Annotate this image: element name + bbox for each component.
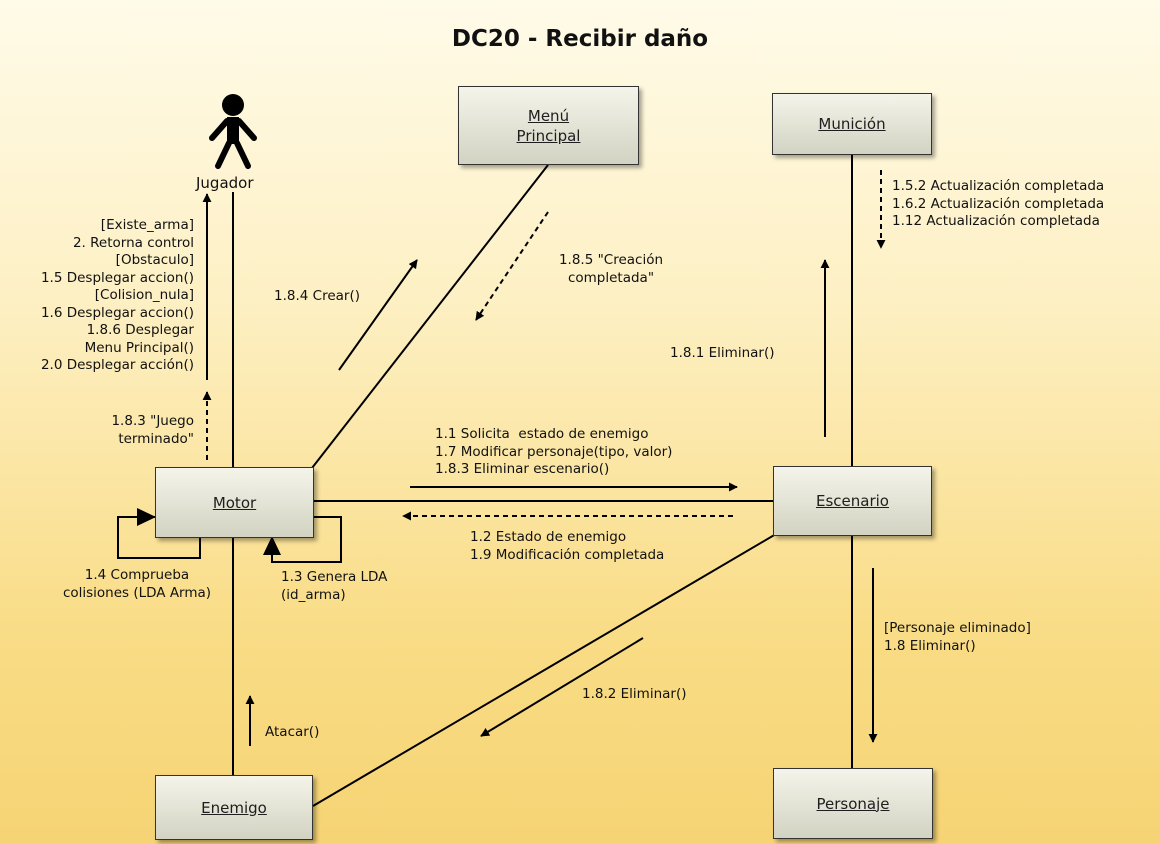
object-personaje[interactable]: Personaje <box>773 768 933 839</box>
jugador-actor-icon <box>209 94 257 169</box>
arrow-crear <box>338 259 418 371</box>
msg-motor-to-escenario: 1.1 Solicita estado de enemigo 1.7 Modif… <box>435 426 673 477</box>
arrow-creacion-completada <box>475 211 549 321</box>
msg-genera: 1.3 Genera LDA (id_arma) <box>281 569 388 603</box>
msg-motor-to-jugador: [Existe_arma] 2. Retorna control [Obstac… <box>40 217 194 373</box>
self-loop-comprueba <box>117 516 201 559</box>
msg-escenario-to-motor: 1.2 Estado de enemigo 1.9 Modificación c… <box>470 529 665 563</box>
object-enemigo[interactable]: Enemigo <box>155 775 313 840</box>
msg-crear: 1.8.4 Crear() <box>274 288 360 304</box>
arrowhead-comprueba <box>137 508 156 526</box>
link-motor-menu <box>311 164 549 469</box>
jugador-label: Jugador <box>196 174 254 192</box>
msg-actualizacion: 1.5.2 Actualización completada 1.6.2 Act… <box>892 178 1105 229</box>
object-motor[interactable]: Motor <box>155 467 314 538</box>
object-escenario[interactable]: Escenario <box>773 466 932 536</box>
msg-personaje-eliminado: [Personaje eliminado] 1.8 Eliminar() <box>884 620 1031 654</box>
msg-eliminar-municion: 1.8.1 Eliminar() <box>670 345 775 361</box>
arrow-eliminar-enemigo <box>480 637 644 737</box>
msg-juego-terminado: 1.8.3 "Juego terminado" <box>111 413 194 447</box>
msg-atacar: Atacar() <box>265 724 320 740</box>
link-escenario-enemigo <box>312 533 777 807</box>
object-municion[interactable]: Munición <box>772 93 932 155</box>
object-menu-principal[interactable]: Menú Principal <box>458 86 639 165</box>
msg-comprueba: 1.4 Comprueba colisiones (LDA Arma) <box>62 567 212 601</box>
arrowhead-genera <box>263 536 281 555</box>
diagram-title: DC20 - Recibir daño <box>451 26 709 52</box>
msg-creacion-completada: 1.8.5 "Creación completada" <box>558 252 664 286</box>
msg-eliminar-enemigo: 1.8.2 Eliminar() <box>582 686 687 702</box>
